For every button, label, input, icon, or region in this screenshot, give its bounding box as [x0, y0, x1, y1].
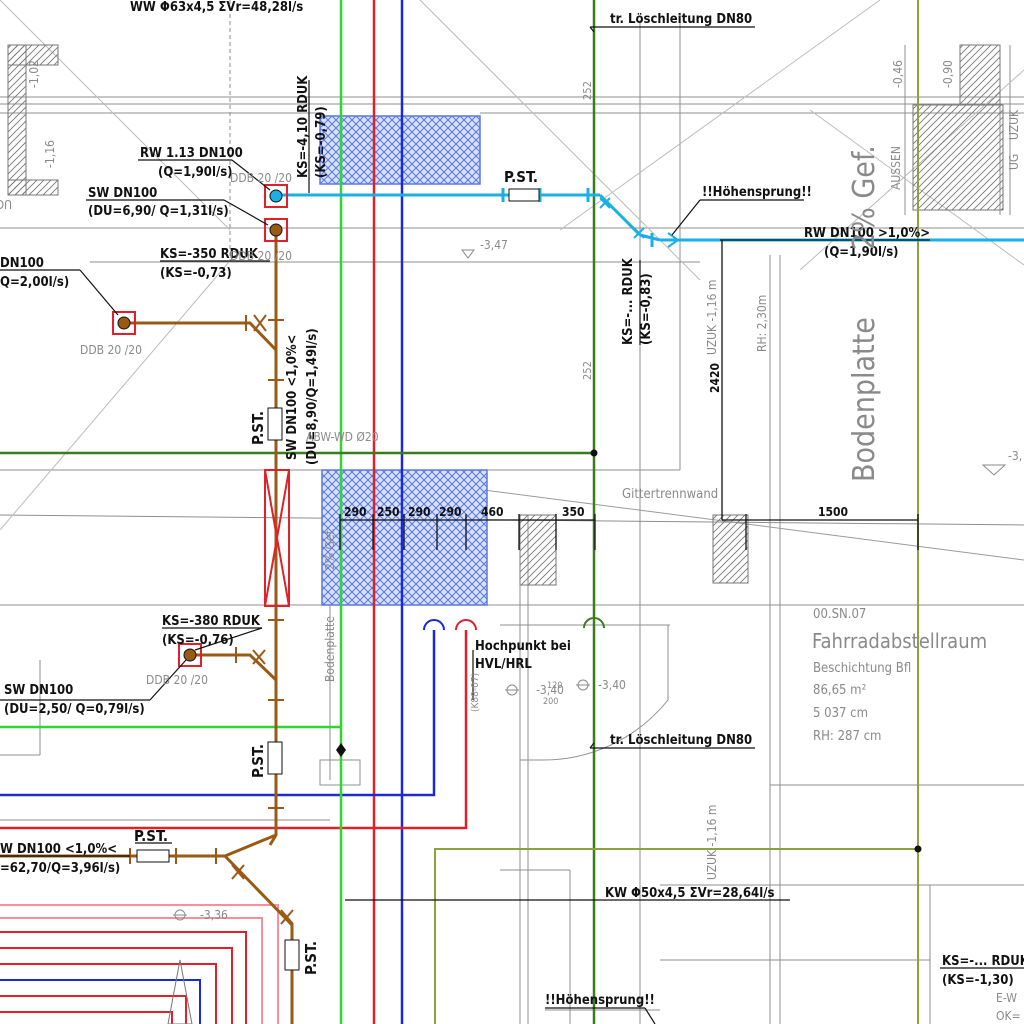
sw-dn100-b-label: SW DN100 [4, 683, 73, 698]
rw-dn100-label: RW DN100 >1,0%> [804, 226, 930, 241]
room-name: Fahrradabstellraum [812, 629, 987, 653]
hochpunkt-label: Hochpunkt bei [475, 639, 571, 654]
rw-dn100-flow: (Q=1,90l/s) [824, 245, 899, 260]
dim-1500: 1500 [818, 505, 848, 519]
leader-lines [0, 26, 1024, 1024]
dim-2420: 2420 [708, 363, 722, 393]
pst-top-label: P.ST. [504, 168, 538, 186]
ks380-sub: (KS=-0,76) [162, 633, 234, 648]
dim-290-c: 290 [439, 505, 462, 519]
ug-right-label: UG [1007, 154, 1021, 170]
gradient-small: 2% Gef. [323, 528, 337, 570]
ceiling-opening-top [319, 115, 481, 185]
ks410-sub: (KS=-0,79) [314, 106, 329, 178]
ddb-label-2: DDB 20 /20 [230, 249, 292, 263]
ks-rduk-right-sub: (KS=-1,30) [942, 973, 1014, 988]
wall-hatches [7, 44, 1004, 586]
pst-bottom: P.ST. [302, 941, 320, 975]
heating-pipes [0, 0, 477, 1024]
bodenplatte-small: Bodenplatte [323, 616, 337, 682]
level-340-a: -3,40 [536, 683, 564, 697]
level-046: -0,46 [891, 60, 905, 88]
level-3-right: -3, [1008, 449, 1022, 463]
red-shaft [264, 469, 290, 607]
dim-290-b: 290 [408, 505, 431, 519]
sewage-pipes [0, 230, 300, 1024]
level-116: -1,16 [43, 140, 57, 168]
room-area: 86,65 m² [813, 683, 866, 698]
sw-dn100-b-flow: (DU=2,50/ Q=0,79l/s) [4, 702, 145, 717]
ddb-label-3: DDB 20 /20 [80, 343, 142, 357]
dim-290-a: 290 [344, 505, 367, 519]
bodenplatte-gradient: 2% Gef. [847, 145, 882, 250]
level-markers [167, 249, 1007, 1024]
dim-250: 250 [377, 505, 400, 519]
dn100-left-label: DN100 [0, 256, 44, 271]
room-coating: Beschichtung Bfl [813, 661, 911, 676]
num-120: 120 [547, 681, 562, 691]
water-pipes [0, 0, 922, 1024]
sw-dn100-a-flow: (DU=6,90/ Q=1,31l/s) [88, 204, 229, 219]
uzuk-right-label: UZUK [1007, 109, 1021, 140]
ks350-label: KS=-350 RDUK [160, 247, 259, 262]
ks-rduk-mid-sub: (KS=-0,83) [639, 273, 654, 345]
ew-label: E-W [996, 991, 1017, 1005]
uzuk-top: UZUK -1,16 m [705, 280, 719, 355]
ks-rduk-right-label: KS=-... RDUK [942, 954, 1024, 969]
floor-drains [112, 184, 288, 667]
room-volume: 5 037 cm [813, 706, 868, 721]
ddb-label-1: DDB 20 /20 [230, 171, 292, 185]
hoehensprung-top-label: !!Höhensprung!! [702, 185, 812, 200]
gittertrennwand-label: Gittertrennwand [622, 487, 718, 502]
pst-vertical-2: P.ST. [249, 744, 267, 778]
w-dn100-flow: =62,70/Q=3,96l/s) [0, 861, 120, 876]
dimension-lines [339, 240, 919, 550]
ug-left-label: UG [0, 197, 12, 211]
k88-label: (K88-07) [470, 673, 481, 712]
ks410-label: KS=-4,10 RDUK [296, 75, 311, 178]
loeschleitung-label-mid: tr. Löschleitung DN80 [610, 733, 752, 748]
level-347: -3,47 [480, 238, 508, 252]
rw113-flow: (Q=1,90l/s) [158, 165, 233, 180]
ww-pipe-label: WW Φ63x4,5 ΣVr=48,28l/s [130, 0, 303, 15]
dim-460: 460 [481, 505, 504, 519]
kw-pipe-label: KW Φ50x4,5 ΣVr=28,64l/s [605, 886, 774, 901]
level-336: -3,36 [200, 908, 228, 922]
rh-230: RH: 2,30m [755, 295, 769, 352]
ks350-sub: (KS=-0,73) [160, 266, 232, 281]
ddb-label-4: DDB 20 /20 [146, 673, 208, 687]
level-340-b: -3,40 [598, 678, 626, 692]
ok-label: OK= [996, 1009, 1021, 1023]
hoehensprung-bottom-label: !!Höhensprung!! [545, 993, 655, 1008]
abw-label: ABW-WD Ø20 [306, 430, 379, 444]
ks-rduk-mid-label: KS=-... RDUK [621, 257, 636, 345]
dn100-left-flow: Q=2,00l/s) [0, 275, 69, 290]
level-090: -0,90 [941, 60, 955, 88]
w-dn100-label: W DN100 <1,0%< [0, 842, 117, 857]
ks380-label: KS=-380 RDUK [162, 614, 261, 629]
num-252-mid: 252 [581, 361, 594, 380]
room-height: RH: 287 cm [813, 729, 881, 744]
rw113-label: RW 1.13 DN100 [140, 146, 243, 161]
sw-vertical-label: SW DN100 <1,0%< [285, 335, 300, 460]
hochpunkt-sub: HVL/HRL [475, 657, 532, 672]
num-200: 200 [543, 697, 558, 707]
room-id: 00.SN.07 [813, 607, 866, 622]
sw-vertical-flow: (DU=8,90/Q=1,49l/s) [305, 328, 320, 465]
uzuk-bottom: UZUK -1,16 m [705, 805, 719, 880]
pst-vertical-1: P.ST. [249, 411, 267, 445]
num-252-top: 252 [581, 81, 594, 100]
dim-350: 350 [562, 505, 585, 519]
sw-dn100-a-label: SW DN100 [88, 186, 157, 201]
level-102: -1,02 [27, 60, 41, 88]
bodenplatte-big: Bodenplatte [847, 317, 882, 482]
pst-horizontal: P.ST. [134, 827, 168, 845]
aussen-label: AUSSEN [889, 146, 903, 190]
loeschleitung-label-top: tr. Löschleitung DN80 [610, 12, 752, 27]
